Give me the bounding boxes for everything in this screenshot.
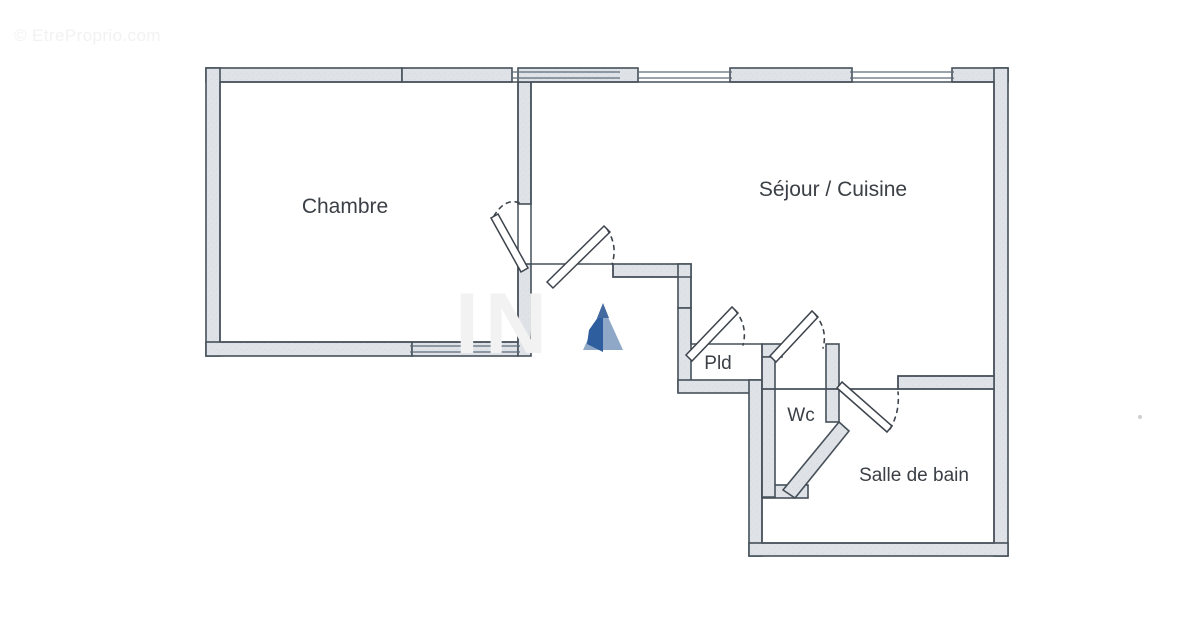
- wall-bedroom-bottom-b: [411, 341, 519, 357]
- wall-wc-right: [825, 343, 840, 423]
- wall-central-partition-lower: [517, 263, 532, 357]
- wall-bottom-exterior: [748, 542, 1009, 557]
- wall-wc-chamfer: [781, 420, 851, 500]
- north-arrow-icon: [583, 303, 623, 352]
- door-chambre: [489, 200, 530, 274]
- doors-group: [489, 200, 900, 434]
- wall-bedroom-bottom: [205, 341, 413, 357]
- inner-outlines-group: [219, 81, 995, 544]
- wall-bedroom-top-b: [401, 67, 513, 83]
- window-top-1: [512, 71, 620, 79]
- north-arrow-dark: [587, 310, 603, 352]
- wall-bedroom-top: [205, 67, 403, 83]
- outline-sejour: [530, 81, 995, 390]
- door-entry: [545, 224, 615, 290]
- room-labels-group: Chambre Séjour / Cuisine Pld Wc Salle de…: [302, 178, 969, 486]
- door-salle-de-bain-leaf: [835, 380, 894, 434]
- room-label-wc: Wc: [787, 405, 814, 426]
- wall-central-partition-upper: [517, 81, 532, 205]
- room-label-pld: Pld: [704, 353, 731, 374]
- wall-hall-lower-vert: [748, 379, 763, 557]
- door-pld-swing: [734, 309, 746, 346]
- door-pld: [684, 305, 746, 363]
- door-wc: [768, 309, 826, 364]
- window-top-2: [638, 71, 732, 79]
- wall-sejour-bottom-right: [897, 375, 995, 390]
- outline-salle-de-bain: [761, 388, 995, 544]
- door-entry-leaf: [545, 224, 612, 290]
- windows-group: [410, 71, 954, 353]
- wall-sejour-top-1: [517, 67, 639, 83]
- wall-sejour-top-2: [729, 67, 853, 83]
- door-salle-de-bain-swing: [889, 391, 900, 430]
- door-salle-de-bain: [835, 380, 900, 434]
- walls-angled-group: [761, 356, 851, 500]
- outline-chambre: [219, 81, 519, 343]
- north-arrow-tip: [597, 303, 609, 318]
- window-bottom-1: [410, 345, 520, 353]
- wall-hall-step-vert: [677, 263, 692, 309]
- door-wc-swing: [814, 313, 826, 349]
- room-label-salle-de-bain: Salle de bain: [859, 465, 969, 486]
- door-chambre-swing: [493, 200, 523, 217]
- wall-wc-slant-left: [761, 356, 776, 498]
- room-label-chambre: Chambre: [302, 195, 388, 218]
- wall-right-exterior: [993, 67, 1009, 557]
- window-top-3: [850, 71, 954, 79]
- door-entry-swing: [606, 228, 615, 265]
- wall-bedroom-left: [205, 67, 221, 357]
- room-label-sejour-cuisine: Séjour / Cuisine: [759, 178, 907, 201]
- door-chambre-leaf: [489, 212, 530, 274]
- stray-speck: [1138, 415, 1142, 419]
